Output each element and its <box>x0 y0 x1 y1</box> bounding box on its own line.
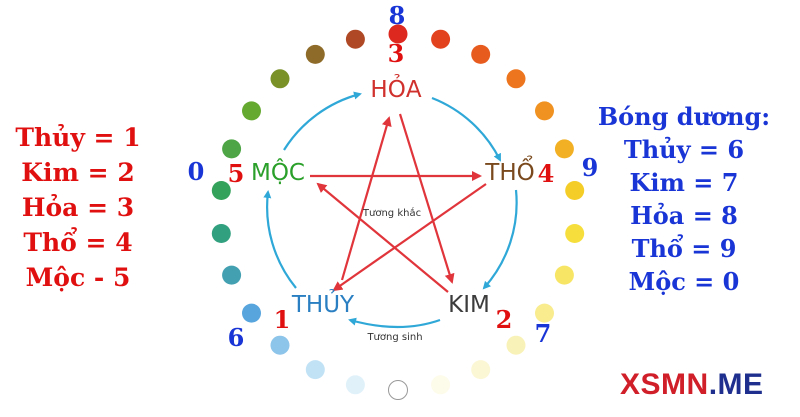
ring-dot <box>506 335 526 355</box>
legend-line: Thổ = 4 <box>23 228 133 257</box>
yin-number-moc: 5 <box>228 159 245 188</box>
element-label-kim: KIM <box>448 292 490 318</box>
ring-dot <box>535 101 554 121</box>
ring-dot <box>506 69 526 89</box>
overcoming-arrow-kim-moc <box>316 182 449 293</box>
yang-number-moc: 0 <box>188 157 205 186</box>
ring-dot <box>345 375 365 395</box>
ring-dot <box>431 29 451 49</box>
ring-dot <box>554 139 574 159</box>
element-label-moc: MỘC <box>251 158 305 186</box>
legend-line: Thổ = 9 <box>631 234 737 263</box>
ring-dot <box>270 69 290 89</box>
ring-dot <box>471 360 491 380</box>
legend-line: Mộc = 0 <box>628 267 740 296</box>
legend-line: Thủy = 6 <box>623 135 745 164</box>
generating-arrow-moc-hoa <box>283 91 362 151</box>
overcoming-arrow-thuy-hoa <box>340 116 392 281</box>
caption-generating: Tương sinh <box>366 332 422 343</box>
yin-number-tho: 4 <box>538 159 555 188</box>
yang-number-kim: 7 <box>535 319 552 348</box>
ring-dot <box>535 303 554 323</box>
yin-number-thuy: 1 <box>274 305 291 334</box>
element-label-hoa: HỎA <box>370 74 421 103</box>
ring-dot <box>431 375 451 395</box>
generating-arrow-tho-kim <box>482 189 518 290</box>
legend-line: Thủy = 1 <box>15 123 141 152</box>
ring-dot <box>554 265 574 285</box>
ring-dot <box>242 303 261 323</box>
ring-dot <box>565 224 585 243</box>
legend-heading: Bóng dương: <box>597 102 771 131</box>
ring-dot <box>345 29 365 49</box>
overcoming-arrow-tho-thuy <box>332 183 487 292</box>
brand-logo: XSMN.ME <box>620 368 764 402</box>
ring-dot <box>305 44 325 64</box>
overcoming-arrow-hoa-kim <box>398 113 455 284</box>
ring-dot <box>270 335 290 355</box>
yang-number-tho: 9 <box>582 153 599 182</box>
generating-arrow-thuy-moc <box>263 190 297 289</box>
color-dot-ring <box>211 24 585 400</box>
yang-number-hoa: 8 <box>389 1 406 30</box>
legend-line: Kim = 2 <box>21 158 135 187</box>
element-label-thuy: THỦY <box>291 289 355 318</box>
element-label-tho: THỔ <box>484 155 534 186</box>
ring-dot <box>211 224 231 243</box>
generating-arrow-hoa-tho <box>431 96 501 162</box>
legend-line: Hỏa = 3 <box>21 193 135 222</box>
brand-domain: .ME <box>708 368 764 401</box>
legend-line: Hỏa = 8 <box>630 201 738 230</box>
ring-dot <box>222 265 242 285</box>
ring-dot <box>211 181 231 200</box>
ring-dot <box>388 24 408 44</box>
yang-number-thuy: 6 <box>228 323 245 352</box>
legend-line: Kim = 7 <box>629 168 739 197</box>
yin-number-kim: 2 <box>496 305 513 334</box>
brand-name: XSMN <box>620 368 709 401</box>
legend-line: Mộc - 5 <box>25 263 131 292</box>
ring-dot <box>565 181 585 200</box>
ring-dot <box>305 360 325 380</box>
ring-dot <box>471 44 491 64</box>
yin-number-legend: Thủy = 1 Kim = 2 Hỏa = 3 Thổ = 4 Mộc - 5 <box>8 120 148 295</box>
ring-dot <box>222 139 242 159</box>
overcoming-star-arrows <box>310 113 487 293</box>
generating-cycle-arrows <box>263 91 518 329</box>
yang-number-legend: Bóng dương: Thủy = 6 Kim = 7 Hỏa = 8 Thổ… <box>586 100 782 298</box>
yin-number-hoa: 3 <box>388 39 405 68</box>
generating-arrow-kim-thuy <box>348 317 441 329</box>
ring-dot <box>388 380 408 400</box>
ring-dot <box>242 101 261 121</box>
caption-overcoming: Tương khắc <box>362 206 421 219</box>
